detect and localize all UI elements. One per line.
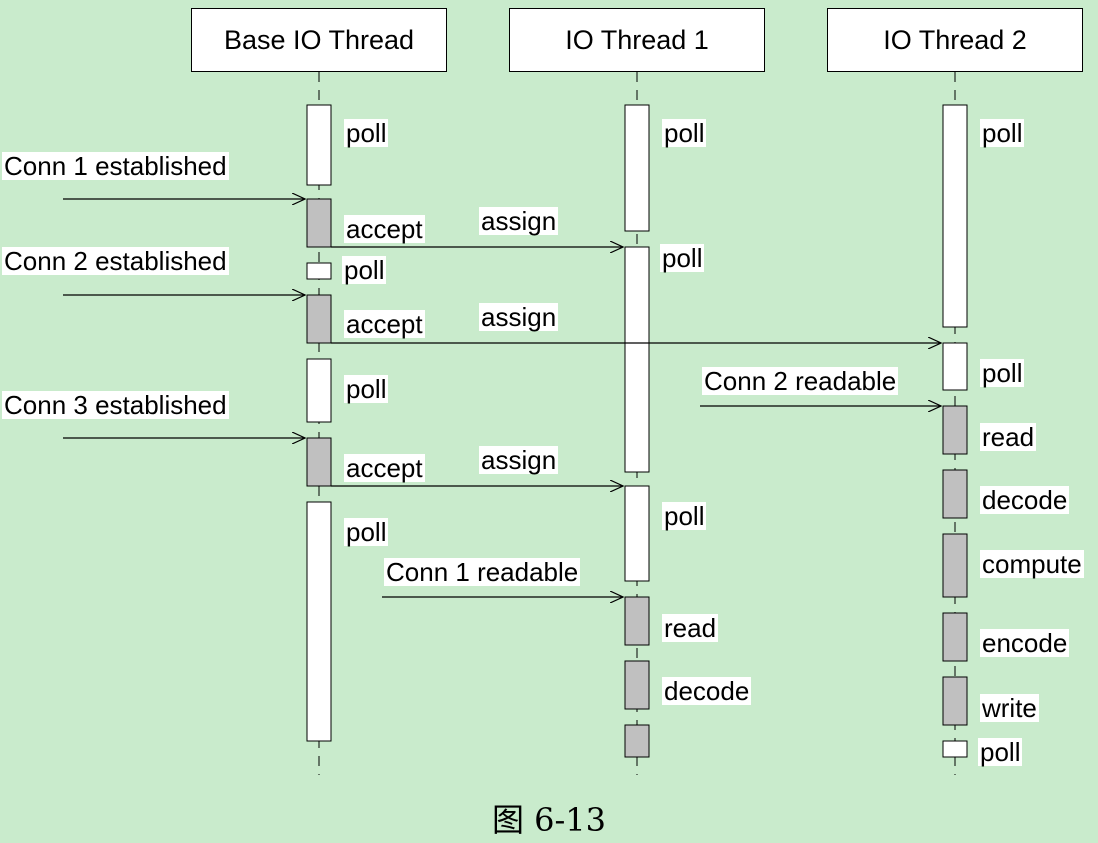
io2-label-poll-2: poll [980,358,1025,388]
activation-io1-3 [624,485,650,582]
activation-io1-2 [624,246,650,473]
base-label-poll-2: poll [342,255,387,285]
activation-io2-1 [942,104,968,328]
activation-io1-6 [624,724,650,758]
activation-io2-3 [942,405,968,455]
base-label-accept-1: accept [344,214,425,244]
io2-label-encode: encode [980,628,1070,658]
activation-base-5 [306,358,332,423]
io1-label-decode: decode [662,676,752,706]
lane-header-io2: IO Thread 2 [827,8,1083,72]
base-label-poll-3: poll [344,374,389,404]
activation-base-7 [306,501,332,742]
activation-io2-8 [942,740,968,758]
base-label-poll-1: poll [344,118,389,148]
activation-base-4 [306,294,332,344]
base-label-accept-2: accept [344,309,425,339]
io2-label-poll-1: poll [980,118,1025,148]
activation-base-2 [306,198,332,248]
activation-base-1 [306,104,332,186]
io1-label-poll-2: poll [660,243,705,273]
msg-conn1-readable: Conn 1 readable [384,557,581,587]
activation-io1-5 [624,660,650,710]
msg-assign-3: assign [479,445,559,475]
activation-io1-1 [624,104,650,232]
activation-io2-6 [942,612,968,662]
msg-assign-1: assign [479,206,559,236]
lane-header-io1: IO Thread 1 [509,8,765,72]
activation-io2-5 [942,533,968,598]
activation-io2-2 [942,342,968,391]
msg-conn2-established: Conn 2 established [2,246,229,276]
io2-label-poll-3: poll [978,737,1023,767]
msg-assign-2: assign [479,302,559,332]
figure-caption: 图 6-13 [491,801,607,839]
msg-conn3-established: Conn 3 established [2,390,229,420]
io2-label-read: read [980,422,1037,452]
activation-base-3 [306,262,332,280]
io2-label-decode: decode [980,485,1070,515]
io2-label-write: write [980,693,1039,723]
io1-label-poll-3: poll [662,501,707,531]
base-label-poll-4: poll [344,517,389,547]
io2-label-compute: compute [980,549,1084,579]
activation-base-6 [306,437,332,487]
activation-io2-7 [942,676,968,726]
msg-conn1-established: Conn 1 established [2,151,229,181]
io1-label-read: read [662,613,719,643]
io1-label-poll-1: poll [662,118,707,148]
msg-conn2-readable: Conn 2 readable [702,366,899,396]
activation-io2-4 [942,469,968,519]
base-label-accept-3: accept [344,453,425,483]
lane-header-base: Base IO Thread [191,8,447,72]
activation-io1-4 [624,596,650,646]
